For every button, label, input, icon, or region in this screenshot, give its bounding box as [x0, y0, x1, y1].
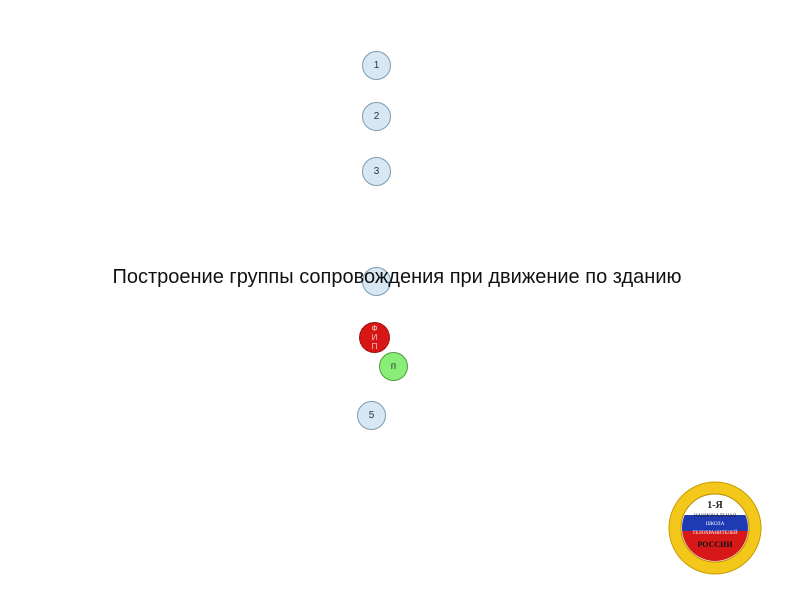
emblem-line2: НАЦИОНАЛЬНАЯ — [694, 514, 737, 519]
escort-node-5: 5 — [357, 401, 386, 430]
escort-node-p: п — [379, 352, 408, 381]
escort-node-1: 1 — [362, 51, 391, 80]
protected-person-top-label: Ф — [371, 324, 378, 333]
escort-node-2: 2 — [362, 102, 391, 131]
escort-node-3: 3 — [362, 157, 391, 186]
emblem-line4: ТЕЛОХРАНИТЕЛЕЙ — [692, 530, 738, 536]
protected-person-label: И — [371, 333, 378, 342]
escort-node-4 — [362, 267, 391, 296]
protected-person-bottom-label: П — [371, 342, 378, 351]
protected-person-node: Ф И П — [359, 322, 390, 353]
emblem-line1: 1-Я — [707, 500, 723, 511]
slide-title: Построение группы сопровождения при движ… — [112, 266, 682, 288]
emblem-line3: ШКОЛА — [706, 522, 725, 527]
national-bodyguard-school-emblem: 1-Я НАЦИОНАЛЬНАЯ ШКОЛА ТЕЛОХРАНИТЕЛЕЙ РО… — [668, 481, 762, 575]
emblem-line5: РОССИИ — [697, 540, 733, 549]
